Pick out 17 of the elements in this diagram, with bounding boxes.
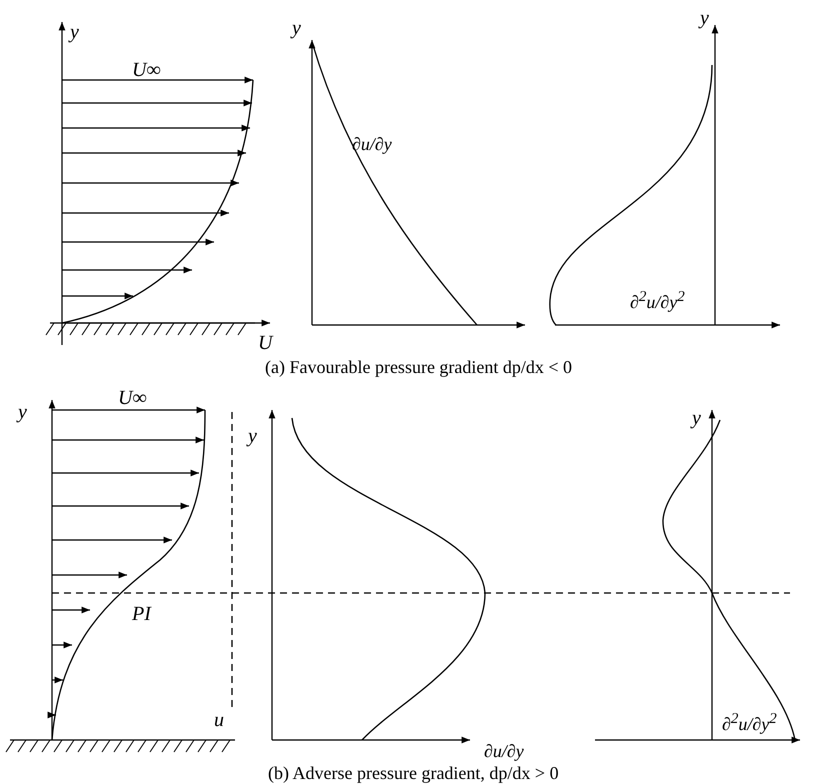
- axis-label: y: [70, 22, 79, 42]
- axis-label: U: [258, 333, 272, 353]
- axis-label: y: [700, 8, 709, 28]
- derivative-label: ∂$^{2}$u/∂y$^{2}$: [722, 712, 777, 733]
- point-label: PI: [132, 604, 151, 624]
- axis-label: y: [692, 408, 701, 428]
- axis-label: y: [248, 426, 257, 446]
- derivative-label: ∂u/∂y: [352, 135, 392, 153]
- velocity-label: U∞: [118, 388, 147, 408]
- axis-label: y: [18, 402, 27, 422]
- derivative-label: ∂$^{2}$u/∂y$^{2}$: [630, 290, 685, 311]
- derivative-label: ∂u/∂y: [484, 742, 524, 760]
- caption: (b) Adverse pressure gradient, dp/dx > 0: [268, 764, 559, 782]
- axis-label: y: [292, 18, 301, 38]
- axis-label: u: [214, 710, 224, 730]
- caption: (a) Favourable pressure gradient dp/dx < 0: [265, 358, 572, 376]
- velocity-label: U∞: [132, 60, 161, 80]
